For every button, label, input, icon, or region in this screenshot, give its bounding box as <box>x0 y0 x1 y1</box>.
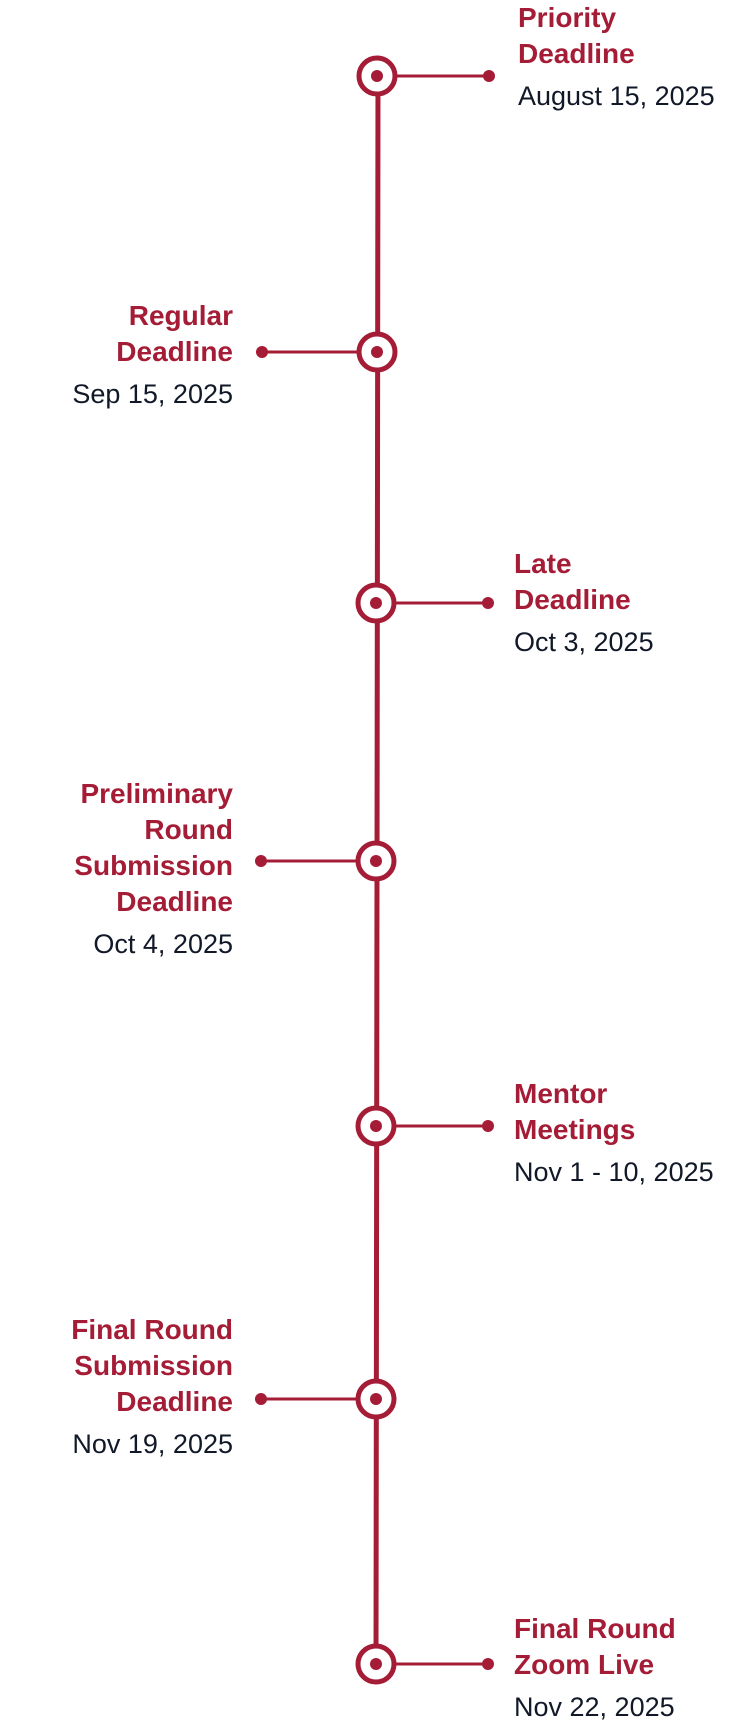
event-title: Regular Deadline <box>116 300 233 367</box>
event-date: August 15, 2025 <box>518 81 715 111</box>
timeline-node <box>355 582 494 624</box>
connector-dot <box>255 1393 267 1405</box>
event-title: Preliminary Round Submission Deadline <box>74 778 233 917</box>
node-center-dot <box>370 855 382 867</box>
node-center-dot <box>370 597 382 609</box>
connector-dot <box>482 1120 494 1132</box>
event-date: Nov 1 - 10, 2025 <box>514 1157 714 1187</box>
connector-dot <box>256 346 268 358</box>
timeline-node <box>256 331 398 373</box>
node-center-dot <box>370 1658 382 1670</box>
node-center-dot <box>371 70 383 82</box>
event-date: Nov 22, 2025 <box>514 1692 675 1722</box>
connector-dot <box>255 855 267 867</box>
event-title: Final Round Zoom Live <box>514 1613 676 1680</box>
event-date: Oct 4, 2025 <box>93 929 233 959</box>
node-center-dot <box>371 346 383 358</box>
connector-dot <box>482 1658 494 1670</box>
timeline-node <box>356 55 495 97</box>
event-title: Priority Deadline <box>518 2 635 69</box>
connector-dot <box>482 597 494 609</box>
node-center-dot <box>370 1120 382 1132</box>
connector-dot <box>483 70 495 82</box>
event-title: Late Deadline <box>514 548 631 615</box>
timeline-node <box>255 840 397 882</box>
event-title: Final Round Submission Deadline <box>71 1314 233 1417</box>
event-date: Sep 15, 2025 <box>72 379 233 409</box>
event-title: Mentor Meetings <box>514 1078 636 1145</box>
node-center-dot <box>370 1393 382 1405</box>
timeline-node <box>355 1105 494 1147</box>
event-date: Oct 3, 2025 <box>514 627 654 657</box>
event-date: Nov 19, 2025 <box>72 1429 233 1459</box>
timeline-node <box>355 1643 494 1685</box>
timeline-node <box>255 1378 397 1420</box>
